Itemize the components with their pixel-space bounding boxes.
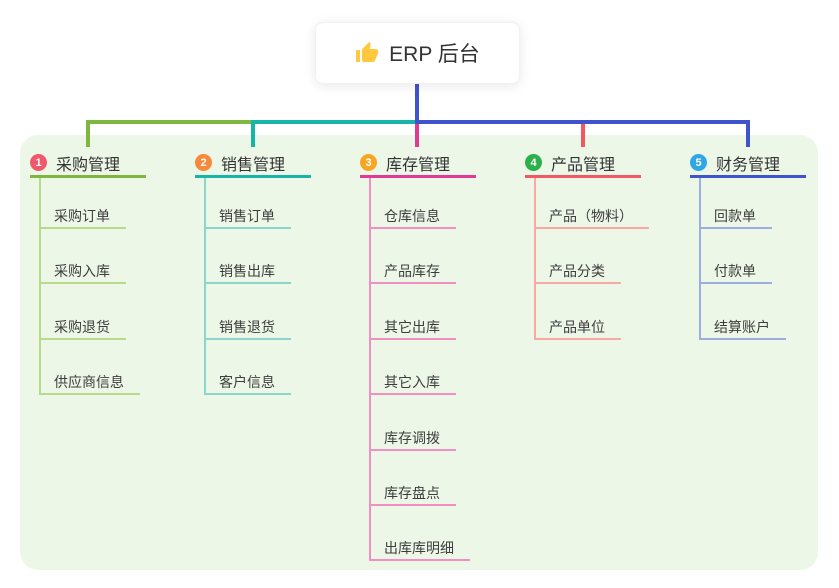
branch-child-line [699,178,701,340]
branch-header-finance[interactable]: 5 财务管理 [690,150,806,178]
child-node[interactable]: 产品分类 [534,260,621,284]
child-node[interactable]: 采购入库 [39,260,126,284]
child-node[interactable]: 其它出库 [369,316,456,340]
branch-child-line [39,178,41,395]
connector-branch-2 [251,82,419,147]
connector-branch-5 [415,82,750,147]
branch-number-badge: 1 [30,154,47,171]
connector-branch-4 [415,82,585,147]
child-node[interactable]: 回款单 [699,205,772,229]
child-node[interactable]: 产品（物料） [534,205,649,229]
branch-header-purchase[interactable]: 1 采购管理 [30,150,146,178]
child-node[interactable]: 产品库存 [369,260,456,284]
child-node[interactable]: 仓库信息 [369,205,456,229]
branch-child-line [534,178,536,340]
branch-label: 财务管理 [716,156,781,174]
branch-child-line [369,178,371,561]
child-node[interactable]: 产品单位 [534,316,621,340]
child-node[interactable]: 结算账户 [699,316,786,340]
branch-child-line [204,178,206,395]
child-node[interactable]: 其它入库 [369,371,456,395]
root-node[interactable]: ERP 后台 [315,22,520,84]
child-node[interactable]: 销售订单 [204,205,291,229]
child-node[interactable]: 销售出库 [204,260,291,284]
branch-label: 采购管理 [56,156,121,174]
branch-label: 销售管理 [221,156,286,174]
branch-label: 库存管理 [386,156,451,174]
thumbs-up-icon [356,42,379,62]
child-node[interactable]: 供应商信息 [39,371,140,395]
branch-header-product[interactable]: 4 产品管理 [525,150,641,178]
child-node[interactable]: 库存盘点 [369,482,456,506]
child-node[interactable]: 付款单 [699,260,772,284]
branch-header-sales[interactable]: 2 销售管理 [195,150,311,178]
branch-number-badge: 5 [690,154,707,171]
root-label: ERP 后台 [389,43,480,66]
branch-label: 产品管理 [551,156,616,174]
branch-number-badge: 3 [360,154,377,171]
child-node[interactable]: 采购退货 [39,316,126,340]
child-node[interactable]: 采购订单 [39,205,126,229]
branch-header-inventory[interactable]: 3 库存管理 [360,150,476,178]
child-node[interactable]: 销售退货 [204,316,291,340]
branch-number-badge: 2 [195,154,212,171]
branches-background-panel [20,135,818,570]
child-node[interactable]: 库存调拨 [369,427,456,451]
branch-number-badge: 4 [525,154,542,171]
child-node[interactable]: 出库库明细 [369,537,470,561]
child-node[interactable]: 客户信息 [204,371,291,395]
